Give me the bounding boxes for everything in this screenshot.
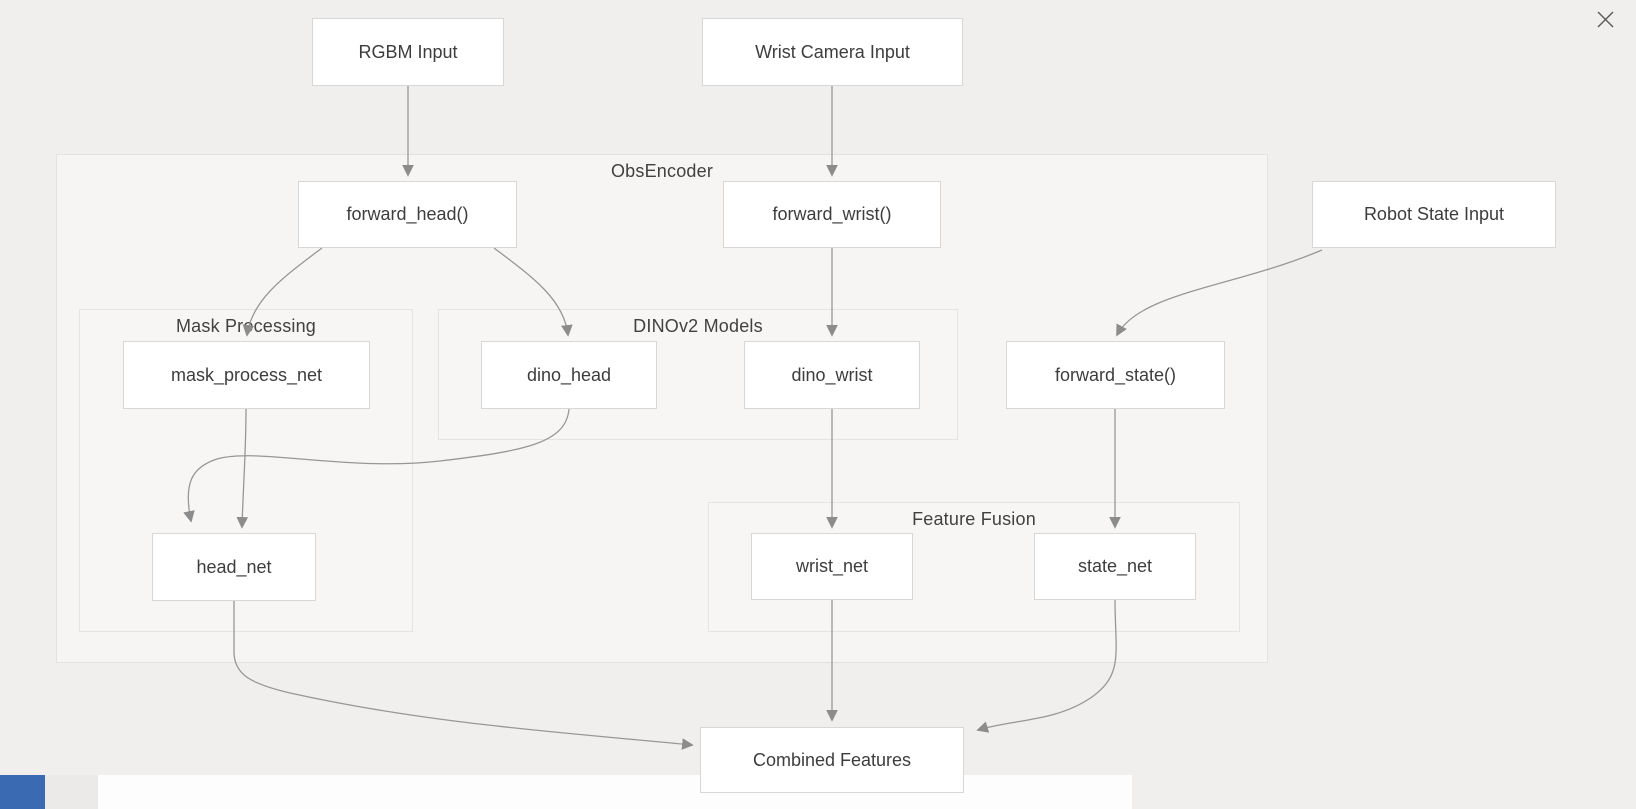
node-mask-process-net-label: mask_process_net <box>170 364 323 385</box>
node-dino-wrist-label: dino_wrist <box>791 364 873 385</box>
node-wrist-net: wrist_net <box>751 533 913 600</box>
node-combined-features-label: Combined Features <box>752 749 912 770</box>
node-forward-wrist: forward_wrist() <box>723 181 941 248</box>
bottom-left-gray-gap <box>45 775 98 809</box>
node-state-net-label: state_net <box>1077 556 1153 576</box>
group-mask-processing-title: Mask Processing <box>175 316 317 336</box>
node-forward-head-label: forward_head() <box>346 204 469 224</box>
node-state-net: state_net <box>1034 533 1196 600</box>
node-wrist-net-label: wrist_net <box>795 556 869 576</box>
close-button[interactable] <box>1590 4 1620 34</box>
node-forward-state-label: forward_state() <box>1054 364 1177 385</box>
group-dinov2-models-title: DINOv2 Models <box>633 316 763 336</box>
node-rgbm-input: RGBM Input <box>312 18 504 86</box>
node-wrist-camera-input: Wrist Camera Input <box>702 18 963 86</box>
node-wrist-camera-input-label: Wrist Camera Input <box>755 41 910 62</box>
node-dino-head: dino_head <box>481 341 657 409</box>
node-forward-head: forward_head() <box>298 181 517 248</box>
x-close-icon <box>1597 11 1613 27</box>
node-rgbm-input-label: RGBM Input <box>358 41 458 62</box>
node-dino-wrist: dino_wrist <box>744 341 920 409</box>
group-obsencoder-title: ObsEncoder <box>610 161 714 181</box>
bottom-left-blue-square <box>0 775 45 809</box>
node-robot-state-input-label: Robot State Input <box>1363 204 1505 224</box>
node-dino-head-label: dino_head <box>526 364 612 385</box>
bottom-white-band <box>98 775 1132 809</box>
node-mask-process-net: mask_process_net <box>123 341 370 409</box>
node-forward-state: forward_state() <box>1006 341 1225 409</box>
node-combined-features: Combined Features <box>700 727 964 793</box>
node-robot-state-input: Robot State Input <box>1312 181 1556 248</box>
node-head-net-label: head_net <box>196 556 272 577</box>
group-feature-fusion-title: Feature Fusion <box>912 509 1036 529</box>
node-forward-wrist-label: forward_wrist() <box>772 204 892 224</box>
node-head-net: head_net <box>152 533 316 601</box>
